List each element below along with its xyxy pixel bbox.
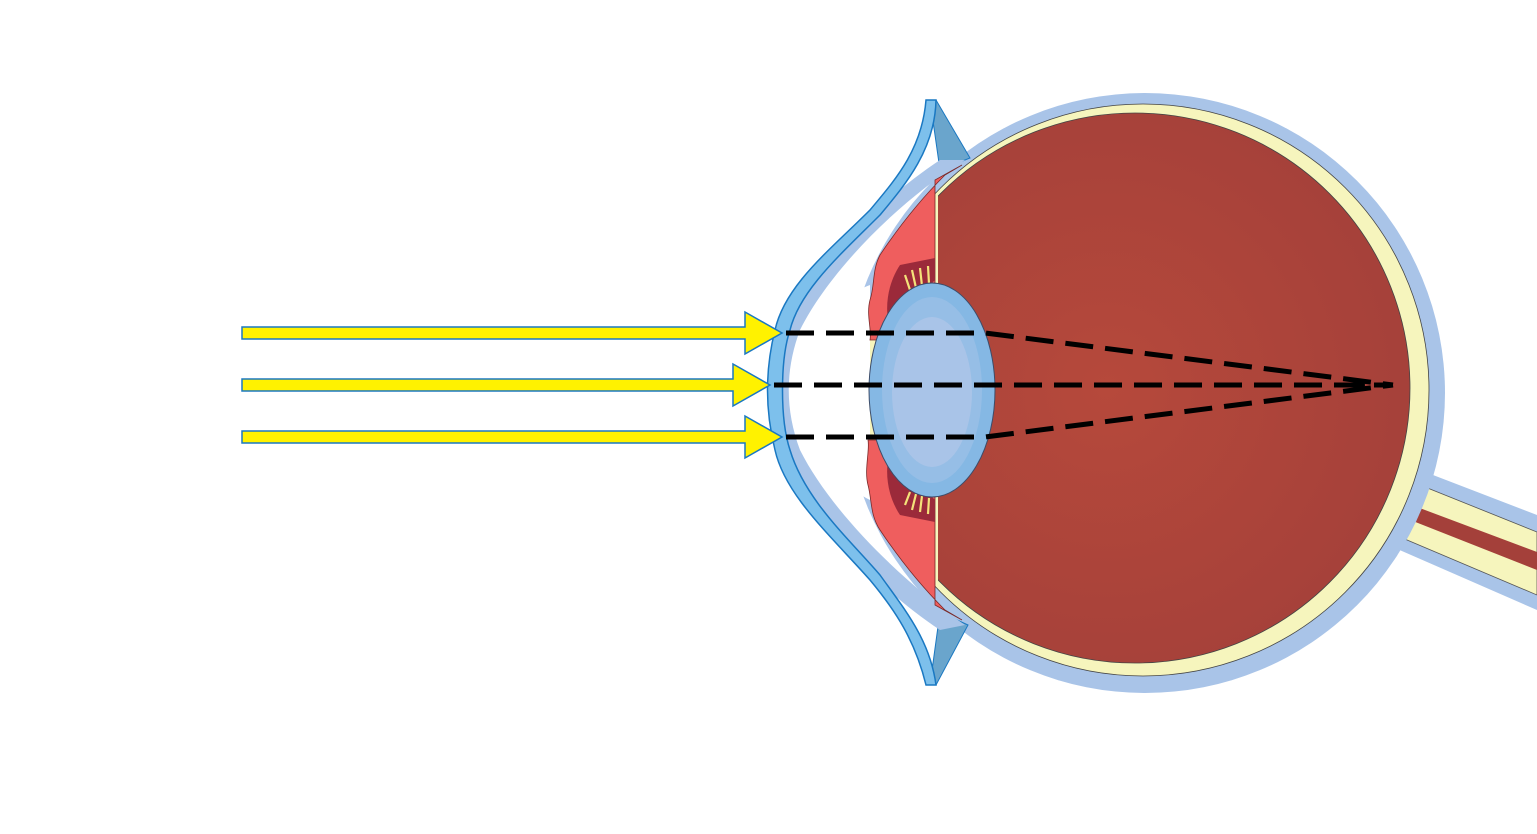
vitreous-body <box>938 112 1411 664</box>
ray-path-top <box>786 330 1394 388</box>
ray-paths <box>774 330 1394 440</box>
zonule-fibers <box>903 265 931 515</box>
light-ray-arrow-middle <box>241 362 772 408</box>
light-ray-arrow-bottom <box>241 414 784 460</box>
ray-path-bottom <box>786 382 1394 440</box>
light-rays <box>241 310 784 460</box>
light-ray-arrow-top <box>241 310 784 356</box>
cornea <box>766 99 937 686</box>
focal-point <box>1355 380 1365 390</box>
